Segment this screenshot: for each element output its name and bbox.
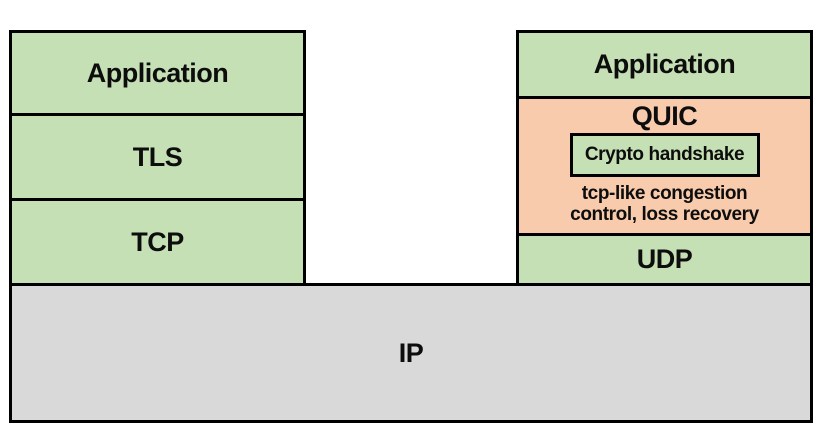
layer-quic-label: QUIC — [631, 101, 698, 131]
layer-ip-label: IP — [398, 337, 424, 368]
layer-application-right-label: Application — [593, 49, 736, 79]
quic-note: tcp-like congestion control, loss recove… — [570, 183, 759, 225]
layer-ip: IP — [9, 283, 813, 423]
crypto-handshake-box: Crypto handshake — [569, 133, 760, 177]
layer-quic: QUIC Crypto handshake tcp-like congestio… — [516, 96, 813, 236]
layer-application-right: Application — [516, 30, 813, 99]
quic-note-line-2: control, loss recovery — [570, 204, 759, 225]
crypto-handshake-label: Crypto handshake — [584, 144, 745, 165]
layer-application-left-label: Application — [86, 57, 229, 88]
layer-tls: TLS — [9, 113, 306, 201]
layer-tls-label: TLS — [132, 141, 183, 172]
layer-udp-label: UDP — [636, 244, 693, 274]
layer-tcp-label: TCP — [131, 226, 184, 257]
layer-tcp: TCP — [9, 198, 306, 286]
layer-application-left: Application — [9, 30, 306, 116]
layer-udp: UDP — [516, 233, 813, 286]
quic-note-line-1: tcp-like congestion — [581, 183, 748, 204]
